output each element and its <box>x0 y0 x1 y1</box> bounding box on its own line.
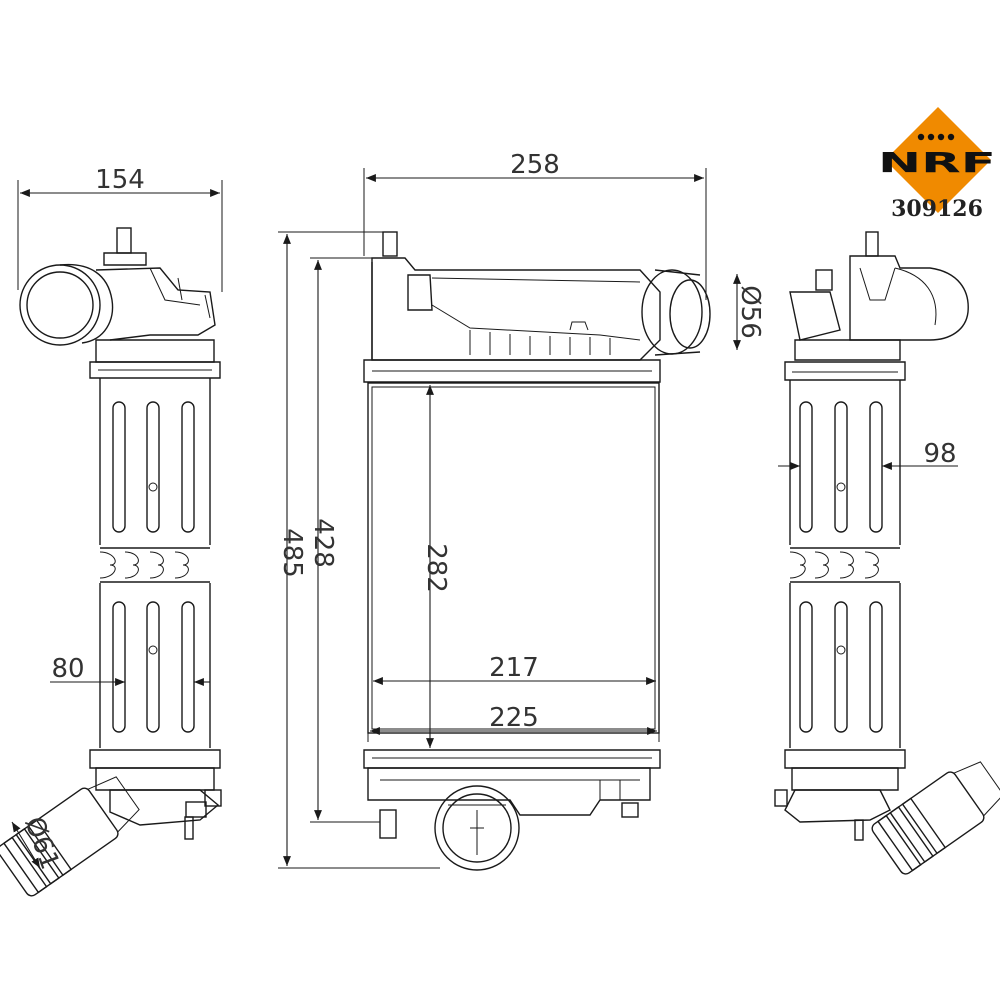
left-side-view <box>0 227 222 897</box>
right-side-view <box>774 231 1000 875</box>
logo-diamond-icon <box>885 107 991 213</box>
dim-core-frame-height: 428 <box>308 518 338 568</box>
logo-text: NRF <box>878 146 996 179</box>
outlet-port <box>19 264 101 346</box>
brand-logo: NRF <box>878 107 996 213</box>
front-view <box>363 231 711 871</box>
dim-outlet-diameter: Ø56 <box>735 285 765 339</box>
dim-core-width-inner: 217 <box>489 653 539 683</box>
dim-tank-width-right: 98 <box>923 439 956 469</box>
dim-side-depth: 154 <box>95 165 145 195</box>
inlet-flange <box>434 785 520 871</box>
dim-core-width-outer: 225 <box>489 703 539 733</box>
dim-overall-width: 258 <box>510 150 560 180</box>
dim-core-height: 282 <box>421 543 451 593</box>
dim-tank-width-left: 80 <box>51 654 84 684</box>
dimension-lines <box>11 168 958 869</box>
part-number: 309126 <box>891 196 983 222</box>
dim-overall-height: 485 <box>277 528 307 578</box>
right-inlet-port <box>871 761 1000 875</box>
inlet-port <box>0 776 140 897</box>
outlet-flange <box>641 269 703 355</box>
